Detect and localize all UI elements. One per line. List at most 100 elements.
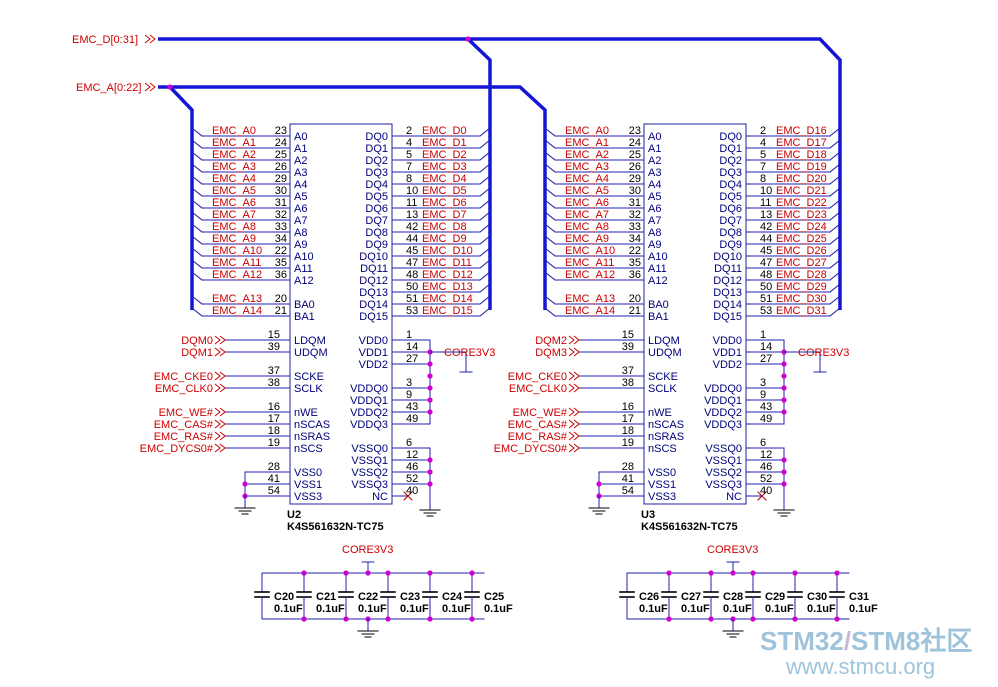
junction-dot [427,409,433,415]
data-bus-junction [465,36,471,42]
net-label-data: EMC_D1 [422,137,467,149]
pin-number: 32 [629,209,641,221]
junction-dot [834,570,840,576]
chips-layer: U2K4S561632N-TC75A023EMC_A0A124EMC_A1A22… [140,123,849,533]
junction-dot [365,570,371,576]
pin-name: VSSQ2 [351,467,388,479]
pin-name: VDDQ1 [350,395,388,407]
pin-name: VSS3 [648,491,676,503]
junction-dot [781,409,787,415]
net-label-data: EMC_D24 [776,221,827,233]
pin-number: 16 [622,401,634,413]
net-label-data: EMC_D17 [776,137,827,149]
pin-name: A12 [294,275,314,287]
net-label-ctrl: EMC_CKE0 [154,371,213,383]
addr-bus-branch-u2 [168,85,194,310]
capacitor-value: 0.1uF [765,603,794,615]
pin-name: VSSQ1 [351,455,388,467]
pin-name: VDDQ3 [704,419,742,431]
pin-name: DQ14 [713,299,742,311]
pin-number: 29 [275,173,287,185]
bus-entry [191,271,203,281]
pin-number: 12 [406,449,418,461]
pin-number: 25 [275,149,287,161]
pin-number: 24 [629,137,641,149]
junction-dot [750,570,756,576]
bus-entry [544,187,556,197]
pin-number: 38 [268,377,280,389]
pin-name: VSSQ1 [705,455,742,467]
bus-entry [544,151,556,161]
pin-number: 51 [760,293,772,305]
pin-number: 24 [275,137,287,149]
bus-entry [544,307,556,317]
bus-entry [829,247,841,257]
pin-name: VDD1 [713,347,742,359]
signal-port-arrow [568,443,575,453]
capacitor-value: 0.1uF [723,603,752,615]
pin-number: 26 [629,161,641,173]
power-label: CORE3V3 [444,347,495,359]
net-label-addr: EMC_A2 [565,149,609,161]
pin-name: NC [726,491,742,503]
signal-port-arrow [568,383,575,393]
junction-dot [792,616,798,622]
pin-name: VDD2 [713,359,742,371]
bus-entry [544,259,556,269]
pin-number: 3 [760,377,766,389]
net-label-addr: EMC_A10 [212,245,262,257]
bus-port-arrow [144,82,151,92]
pin-number: 1 [406,329,412,341]
pin-name: A8 [648,227,661,239]
pin-name: VSSQ0 [705,443,742,455]
pin-name: DQ3 [365,167,388,179]
pin-number: 42 [406,221,418,233]
pin-name: LDQM [294,335,326,347]
pin-name: DQ5 [365,191,388,203]
junction-dot [781,385,787,391]
pin-name: UDQM [294,347,328,359]
pin-name: nSRAS [294,431,330,443]
signal-port-arrow [219,407,226,417]
signal-port-arrow [219,383,226,393]
net-label-data: EMC_D18 [776,149,827,161]
net-label-data: EMC_D4 [422,173,467,185]
pin-name: A6 [648,203,661,215]
pin-number: 28 [622,461,634,473]
signal-port-arrow [573,443,580,453]
cap-bank-2: CORE3V3C260.1uFC270.1uFC280.1uFC290.1uFC… [619,544,878,638]
signal-port-arrow [568,371,575,381]
junction-dot [427,481,433,487]
bus-entry [479,163,491,173]
pin-name: nSCS [294,443,323,455]
signal-port-arrow [568,335,575,345]
pin-number: 33 [629,221,641,233]
pin-name: DQ2 [365,155,388,167]
bus-layer: EMC_D[0:31]EMC_A[0:22] [72,34,842,310]
watermark-title-part: STM32 [760,626,844,656]
net-label-ctrl: EMC_WE# [159,407,214,419]
bus-entry [191,187,203,197]
pin-number: 44 [760,233,772,245]
pin-name: DQ5 [719,191,742,203]
pin-number: 9 [760,389,766,401]
pin-number: 6 [760,437,766,449]
pin-number: 22 [275,245,287,257]
pin-number: 8 [406,173,412,185]
junction-dot [666,570,672,576]
pin-number: 22 [629,245,641,257]
bus-entry [191,199,203,209]
pin-name: A11 [648,263,667,275]
junction-dot [385,570,391,576]
net-label-data: EMC_D16 [776,125,827,137]
pin-number: 10 [760,185,772,197]
pin-number: 11 [760,197,771,209]
pin-name: DQ11 [714,263,742,275]
chip-refdes: U2 [287,509,301,521]
pin-name: VDDQ0 [350,383,388,395]
net-label-addr: EMC_A2 [212,149,256,161]
pin-number: 28 [268,461,280,473]
net-label-addr: EMC_A7 [565,209,609,221]
pin-number: 21 [629,305,641,317]
capacitor-value: 0.1uF [442,603,471,615]
